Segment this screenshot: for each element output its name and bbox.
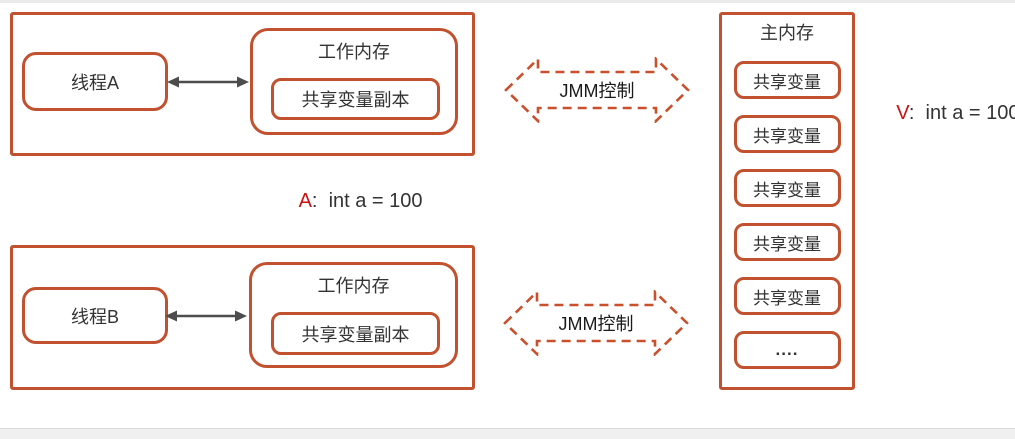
annotation-v: V: int a = 100	[874, 79, 1015, 148]
annotation-a-top-text: : int a = 100	[311, 190, 423, 212]
thread-b-label: 线程B	[70, 306, 119, 327]
thread-a-label: 线程A	[70, 72, 119, 93]
shared-copy-b-box: 共享变量副本	[271, 312, 440, 355]
shared-copy-a-box: 共享变量副本	[271, 78, 440, 120]
shared-variable-slot: 共享变量	[733, 223, 841, 261]
main-memory-box: 主内存 共享变量 共享变量 共享变量 共享变量 共享变量 ....	[719, 12, 855, 390]
annotation-v-text: : int a = 100	[908, 102, 1015, 124]
shared-copy-a-label: 共享变量副本	[301, 90, 410, 110]
working-memory-a-title: 工作内存	[318, 42, 390, 62]
shared-variable-slot: 共享变量	[733, 61, 841, 99]
thread-b-box: 线程B	[22, 287, 168, 344]
shared-variable-slot: 共享变量	[733, 169, 841, 207]
annotation-a-top: A: int a = 100	[266, 167, 434, 236]
jmm-control-arrow-top-icon: JMM控制	[504, 57, 690, 123]
working-memory-b-title: 工作内存	[317, 276, 390, 296]
bottom-divider	[0, 428, 1015, 439]
jmm-control-label-bottom: JMM控制	[559, 314, 634, 334]
annotation-a-top-letter: A	[298, 190, 312, 212]
main-memory-title: 主内存	[760, 23, 814, 43]
shared-variable-slot: 共享变量	[733, 115, 841, 153]
top-divider	[0, 0, 1015, 3]
main-memory-slot-list: 共享变量 共享变量 共享变量 共享变量 共享变量 ....	[722, 61, 852, 369]
jmm-control-label-top: JMM控制	[560, 81, 635, 101]
thread-b-bidirectional-arrow-icon	[165, 310, 247, 322]
shared-copy-b-label: 共享变量副本	[301, 324, 410, 345]
thread-a-bidirectional-arrow-icon	[167, 76, 249, 88]
shared-variable-slot: 共享变量	[733, 277, 841, 315]
jmm-control-arrow-bottom-icon: JMM控制	[503, 290, 689, 356]
annotation-v-letter: V	[896, 102, 909, 124]
thread-a-box: 线程A	[22, 52, 168, 111]
ellipsis-slot: ....	[733, 331, 841, 369]
